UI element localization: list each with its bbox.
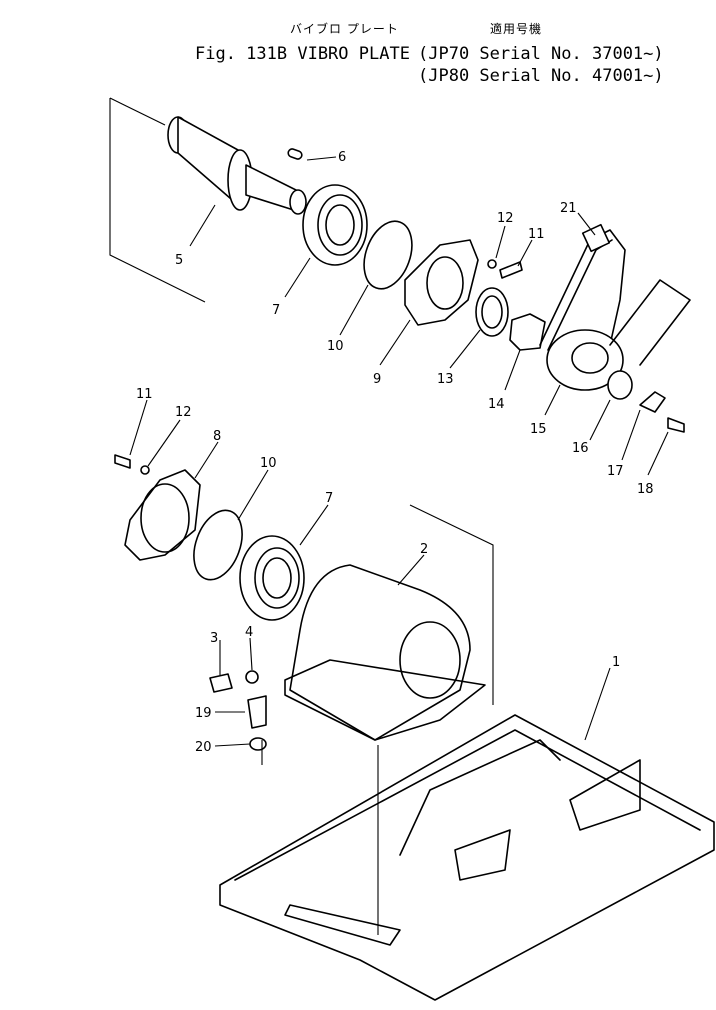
upper-guide-lines xyxy=(109,97,206,303)
part-7-bearing-lower xyxy=(239,535,305,621)
part-10-o-ring-upper xyxy=(363,220,413,290)
figure-title: Fig. 131B VIBRO PLATE xyxy=(195,44,410,64)
part-1-base-plate xyxy=(219,714,715,1001)
callout-12-upper: 12 xyxy=(497,211,514,226)
callout-7-upper: 7 xyxy=(272,303,280,318)
callout-12-lower: 12 xyxy=(175,405,192,420)
part-5-eccentric-shaft xyxy=(167,116,307,215)
callout-19: 19 xyxy=(195,706,212,721)
part-2-vibrator-housing xyxy=(284,504,494,741)
callout-labels: 6 5 7 10 9 13 14 15 16 17 18 21 12 11 11… xyxy=(136,150,654,755)
callout-21: 21 xyxy=(560,201,577,216)
part-3-plug xyxy=(209,673,233,693)
serial-jp80: (JP80 Serial No. 47001~) xyxy=(418,66,664,86)
callout-14: 14 xyxy=(488,397,505,412)
callout-8: 8 xyxy=(213,429,221,444)
part-11-bolt-lower xyxy=(114,454,131,469)
part-7-bearing-upper xyxy=(302,184,368,266)
applicable-models-japanese: 適用号機 xyxy=(490,22,543,36)
part-12-washer-lower xyxy=(140,465,150,475)
callout-4: 4 xyxy=(245,625,253,640)
part-21-cover xyxy=(581,223,611,253)
part-6-key xyxy=(287,148,303,160)
callout-6: 6 xyxy=(338,150,346,165)
callout-9: 9 xyxy=(373,372,381,387)
callout-18: 18 xyxy=(637,482,654,497)
part-12-washer-upper xyxy=(487,259,497,269)
callout-13: 13 xyxy=(437,372,454,387)
part-15-pulley-belt xyxy=(539,223,691,391)
part-19-bolt xyxy=(247,695,267,729)
part-16-washer xyxy=(607,370,633,400)
title-japanese: バイブロ プレート xyxy=(290,22,399,36)
part-20-washer xyxy=(249,737,267,751)
callout-20: 20 xyxy=(195,740,212,755)
callout-10-lower: 10 xyxy=(260,456,277,471)
callout-15: 15 xyxy=(530,422,547,437)
part-11-bolt-upper xyxy=(499,261,523,279)
callout-leader-lines xyxy=(129,156,669,747)
callout-16: 16 xyxy=(572,441,589,456)
callout-5: 5 xyxy=(175,253,183,268)
part-10-o-ring-lower xyxy=(193,509,243,581)
callout-11-lower: 11 xyxy=(136,387,153,402)
callout-2: 2 xyxy=(420,542,428,557)
part-13-oil-seal xyxy=(475,287,509,337)
callout-3: 3 xyxy=(210,631,218,646)
part-8-cover xyxy=(124,469,201,561)
callout-11-upper: 11 xyxy=(528,227,545,242)
callout-1: 1 xyxy=(612,655,620,670)
part-14-collar xyxy=(509,313,546,351)
part-18-bolt xyxy=(667,417,685,433)
callout-17: 17 xyxy=(607,464,624,479)
serial-jp70: (JP70 Serial No. 37001~) xyxy=(418,44,664,64)
part-9-flange xyxy=(404,239,479,326)
part-17-lock-plate xyxy=(639,391,666,413)
callout-7-lower: 7 xyxy=(325,491,333,506)
part-4-gasket xyxy=(245,670,259,684)
callout-10-upper: 10 xyxy=(327,339,344,354)
